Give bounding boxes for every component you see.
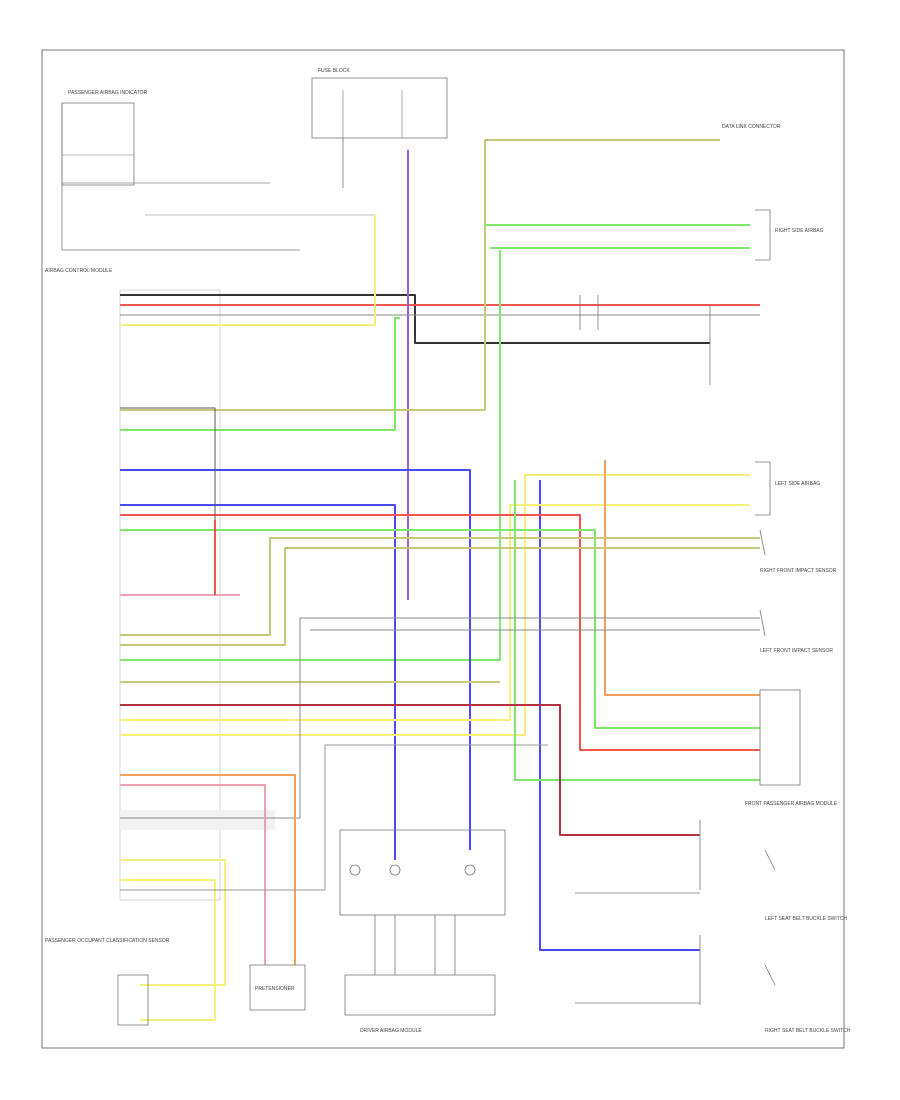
buckle-switches (575, 849, 776, 1004)
wire-orange (604, 460, 760, 696)
wire-yellow-lower-1 (120, 859, 226, 986)
passenger-module-box (759, 689, 801, 786)
wire-yellow-side-1 (120, 474, 750, 736)
driver-airbag-module (339, 829, 506, 1016)
wire-blue-buckle (539, 480, 700, 951)
wire-green-dlc (120, 317, 400, 431)
wire-black-left (120, 407, 216, 520)
label-right-buckle: RIGHT SEAT BELT BUCKLE SWITCH (765, 1028, 851, 1034)
label-right-front-sensor: RIGHT FRONT IMPACT SENSOR (760, 568, 837, 574)
wire-maroon (120, 704, 700, 836)
wire-blue-1 (120, 469, 471, 850)
wire-yellow-lower-2 (120, 879, 216, 1021)
label-pretensioner: PRETENSIONER (255, 986, 295, 992)
connector-left-front (759, 609, 766, 637)
wire-green-right-3 (514, 480, 760, 781)
fuse-block (311, 77, 448, 188)
label-right-side-airbag: RIGHT SIDE AIRBAG (775, 228, 824, 234)
wire-green-right-2 (120, 529, 760, 729)
wire-black-top (120, 294, 710, 344)
wire-red-right-1 (120, 514, 760, 751)
wire-pink-pret (120, 784, 266, 965)
connector-right-front (759, 529, 766, 556)
wire-gray-sensor (120, 617, 760, 819)
label-fuse-block: FUSE BLOCK (318, 68, 350, 74)
wire-green-right-1 (120, 250, 501, 661)
label-left-front-sensor: LEFT FRONT IMPACT SENSOR (760, 648, 833, 654)
pretensioner (249, 964, 306, 1011)
right-side-connectors (579, 209, 801, 1005)
label-data-link: DATA LINK CONNECTOR (722, 124, 781, 130)
wire-olive-2 (120, 547, 760, 646)
connector-side-airbag (755, 461, 771, 516)
label-left-buckle: LEFT SEAT BELT BUCKLE SWITCH (765, 916, 847, 922)
label-occupant-sensor: PASSENGER OCCUPANT CLASSIFICATION SENSOR (45, 938, 170, 944)
label-passenger-module: FRONT PASSENGER AIRBAG MODULE (745, 801, 838, 807)
wire-blue-2 (120, 504, 396, 860)
diagram-border (41, 49, 845, 1049)
wire-olive-dlc (120, 139, 720, 411)
label-airbag-control-module: AIRBAG CONTROL MODULE (45, 268, 113, 274)
wires (120, 139, 760, 1021)
wire-olive-1 (120, 537, 760, 636)
top-left-module (61, 102, 375, 251)
wire-orange-pret (120, 774, 296, 965)
wire-yellow-upper (120, 215, 376, 326)
label-left-side-airbag: LEFT SIDE AIRBAG (775, 481, 820, 487)
label-passenger-indicator: PASSENGER AIRBAG INDICATOR (68, 90, 148, 96)
connector-upper (755, 209, 771, 261)
label-driver-module: DRIVER AIRBAG MODULE (360, 1028, 422, 1034)
wire-yellow-side-2 (120, 504, 750, 721)
wire-gray-driver (120, 744, 548, 891)
occupant-sensor (117, 974, 149, 1026)
